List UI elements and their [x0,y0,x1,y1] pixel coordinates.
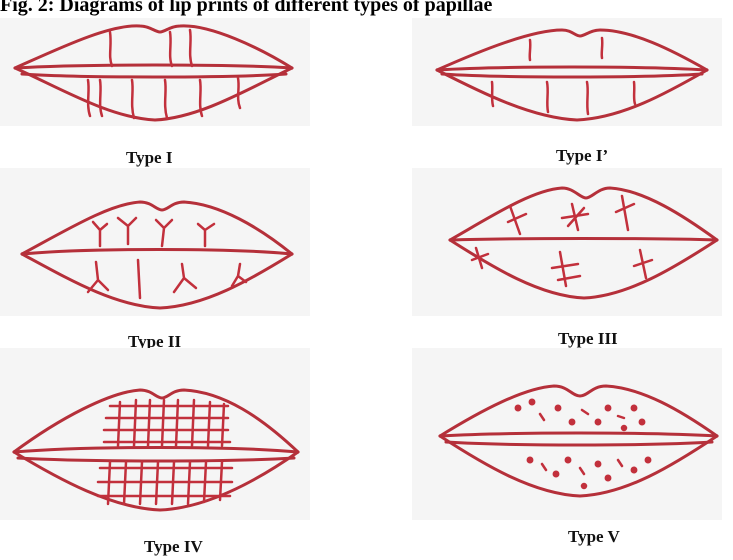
panel-label-type-1-prime: Type I’ [556,146,608,166]
lip-junction-line [450,239,717,241]
lip-diagram-type-2 [0,168,310,316]
panel-label-type-3: Type III [558,329,618,349]
lower-inner-line [446,442,712,445]
branched-grooves [88,218,246,298]
lip-drawing-type-4 [0,348,310,520]
lower-inner-line [18,458,294,461]
panel-label-type-5: Type V [568,527,620,547]
lower-inner-line [442,74,702,77]
lip-drawing-type-1 [0,18,310,126]
lip-diagram-type-4 [0,348,310,520]
reticular-grooves-upper [104,400,230,446]
upper-lip-outline [22,202,292,254]
lower-lip-outline [450,240,717,298]
lower-inner-line [22,74,286,77]
lip-junction-line [440,433,717,436]
panel-label-type-4: Type IV [144,537,203,557]
intersecting-grooves [472,196,652,286]
lip-drawing-type-3 [412,168,722,316]
panel-label-type-1: Type I [126,148,172,168]
lip-junction-line [437,67,707,70]
figure-title-text: Fig. 2: Diagrams of lip prints of differ… [0,0,492,16]
lip-diagram-type-5 [412,348,722,520]
lip-diagram-type-3 [412,168,722,316]
lip-diagram-type-1-prime [412,18,722,126]
lower-lip-outline [22,254,292,308]
lip-junction-line [14,448,298,453]
lip-junction-line [22,250,292,255]
figure-title: Fig. 2: Diagrams of lip prints of differ… [0,0,733,16]
upper-lip-outline [15,26,292,68]
lip-drawing-type-2 [0,168,310,316]
upper-lip-outline [440,386,717,436]
lip-diagram-type-1 [0,18,310,126]
upper-lip-outline [437,30,707,70]
lip-junction-line [15,65,292,68]
lip-drawing-type-1-prime [412,18,722,126]
lip-drawing-type-5 [412,348,722,520]
